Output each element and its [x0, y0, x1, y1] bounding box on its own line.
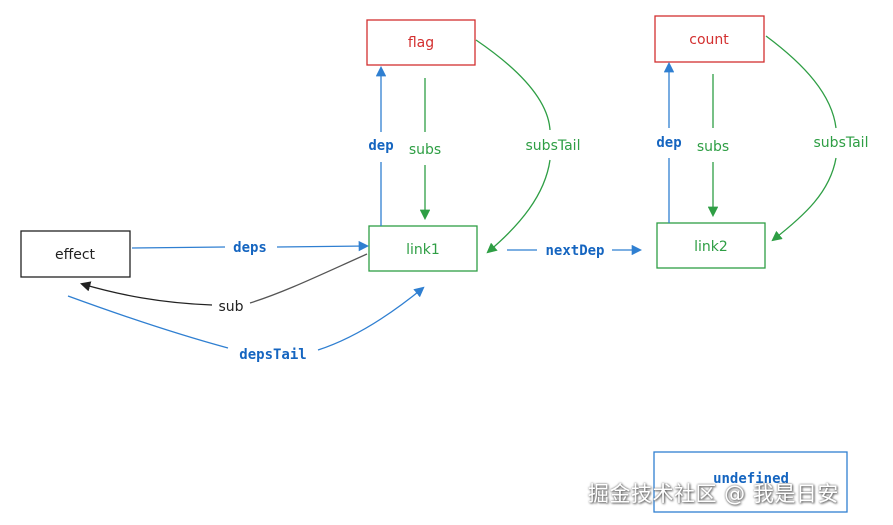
- node-link1: link1: [368, 225, 478, 272]
- node-link2: link2: [656, 222, 766, 269]
- edge-deps: deps: [131, 240, 370, 256]
- edge-dep-1-label: dep: [368, 138, 393, 154]
- edge-sub-label: sub: [218, 299, 243, 315]
- node-undefined-label: undefined: [713, 471, 789, 487]
- watermark: 掘金技术社区 @ 我是日安: [588, 482, 839, 506]
- edge-deps-tail-label: depsTail: [239, 347, 306, 363]
- edge-subs-1-label: subs: [409, 142, 441, 158]
- node-flag-label: flag: [408, 35, 434, 51]
- edge-dep-2-label: dep: [656, 135, 681, 151]
- node-link1-label: link1: [406, 242, 440, 258]
- edge-subs-tail-1-label: subsTail: [526, 138, 581, 154]
- node-effect: effect: [20, 230, 131, 278]
- edge-sub: sub: [80, 253, 368, 315]
- node-effect-label: effect: [55, 247, 96, 263]
- edge-next-dep: nextDep: [507, 243, 643, 259]
- edge-subs-tail-2: subsTail: [765, 35, 869, 242]
- edge-dep-1: dep: [368, 65, 394, 226]
- node-undefined: undefined: [653, 451, 848, 513]
- node-count-label: count: [689, 32, 729, 48]
- edge-subs-tail-2-label: subsTail: [814, 135, 869, 151]
- node-link2-label: link2: [694, 239, 728, 255]
- node-count: count: [654, 15, 765, 63]
- node-flag: flag: [366, 19, 476, 66]
- edge-next-dep-label: nextDep: [545, 243, 604, 259]
- edge-dep-2: dep: [656, 61, 682, 223]
- edge-deps-label: deps: [233, 240, 267, 256]
- edge-subs-2: subs: [697, 74, 729, 218]
- edge-subs-1: subs: [409, 78, 441, 221]
- edge-subs-tail-1: subsTail: [475, 39, 581, 254]
- edge-deps-tail: depsTail: [67, 286, 425, 363]
- edge-subs-2-label: subs: [697, 139, 729, 155]
